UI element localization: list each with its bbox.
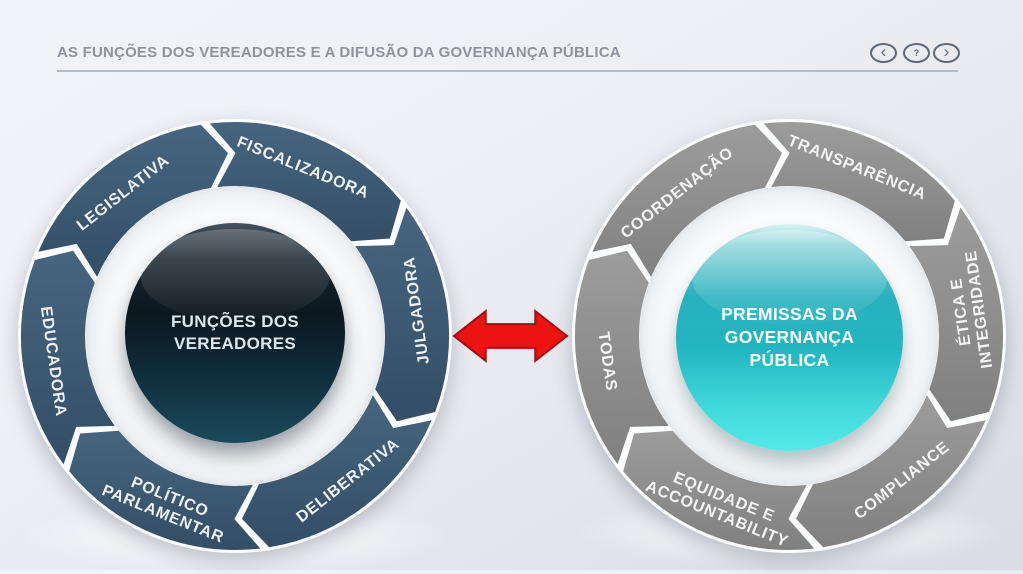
- left-center-label: FUNÇÕES DOS VEREADORES: [171, 311, 299, 353]
- chevron-right-icon: ›: [943, 42, 950, 61]
- right-center-label: PREMISSAS DA GOVERNANÇA PÚBLICA: [721, 304, 858, 370]
- cycle-segment: [592, 124, 782, 277]
- slide-title: AS FUNÇÕES DOS VEREADORES E A DIFUSÃO DA…: [57, 44, 621, 61]
- cycle-segment: [574, 250, 669, 465]
- cycle-segment: [209, 121, 401, 242]
- cycle-segment: [38, 124, 228, 277]
- cycle-segment: [20, 250, 115, 465]
- right-cycle-center-circle: PREMISSAS DA GOVERNANÇA PÚBLICA: [676, 224, 903, 451]
- cycle-segment: [623, 430, 815, 551]
- question-icon: ?: [913, 47, 920, 58]
- double-arrow-connector: [452, 309, 569, 363]
- cycle-segment: [909, 207, 1004, 422]
- cycle-segment: [69, 430, 261, 551]
- left-cycle-center-circle: FUNÇÕES DOS VEREADORES: [125, 223, 345, 443]
- help-button[interactable]: ?: [903, 43, 930, 63]
- cycle-segment: [355, 207, 450, 422]
- double-arrow-shape: [452, 309, 569, 363]
- cycle-segment: [796, 395, 986, 548]
- chevron-left-icon: ‹: [880, 42, 887, 61]
- next-slide-button[interactable]: ›: [933, 43, 960, 63]
- cycle-segment: [242, 395, 432, 548]
- previous-slide-button[interactable]: ‹: [870, 43, 897, 63]
- title-underline: [57, 70, 958, 72]
- cycle-segment: [763, 121, 955, 242]
